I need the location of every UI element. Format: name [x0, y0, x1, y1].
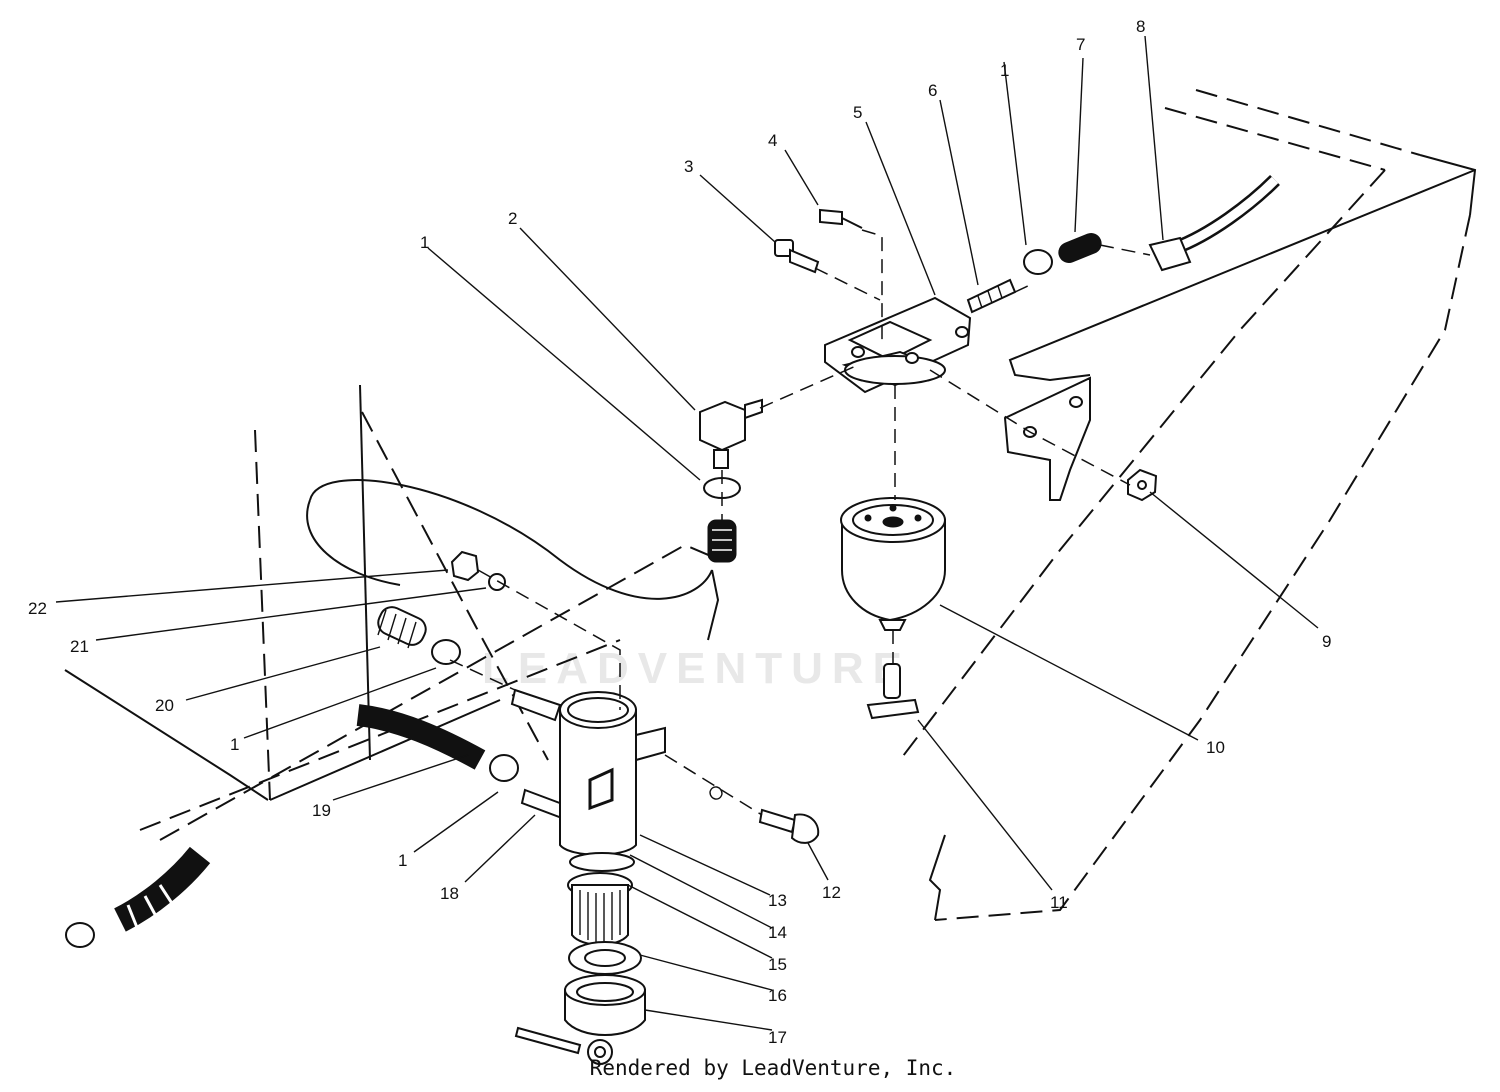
callout-11: 11: [1050, 893, 1068, 912]
callout-18: 18: [440, 884, 459, 903]
callout-22: 22: [28, 599, 47, 618]
callout-19: 19: [312, 801, 331, 820]
frame-right: [899, 89, 1477, 921]
hoses: [114, 175, 1280, 932]
callout-1: 1: [420, 233, 429, 252]
callout-21: 21: [70, 637, 89, 656]
callout-14: 14: [768, 923, 787, 942]
callout-5: 5: [853, 103, 862, 122]
callout-12: 12: [822, 883, 841, 902]
callout-3: 3: [684, 157, 693, 176]
callout-7: 7: [1076, 35, 1085, 54]
elbow-fitting: [699, 398, 763, 469]
callout-17: 17: [768, 1028, 787, 1047]
filter-bowl: [840, 497, 946, 631]
watermark-text: LEADVENTURE: [482, 644, 912, 693]
callout-4: 4: [768, 131, 777, 150]
callout-1b: 1: [1000, 61, 1009, 80]
callout-20: 20: [155, 696, 174, 715]
filter-head: [824, 296, 972, 394]
callout-13: 13: [768, 891, 787, 910]
fittings: [65, 208, 1192, 948]
callout-2: 2: [508, 209, 517, 228]
callout-6: 6: [928, 81, 937, 100]
drain-valve: [866, 663, 920, 720]
callout-15: 15: [768, 955, 787, 974]
canister-filter: [514, 691, 666, 1065]
bracket: [1003, 376, 1091, 501]
callout-1c: 1: [398, 851, 407, 870]
callout-16: 16: [768, 986, 787, 1005]
callout-10: 10: [1206, 738, 1225, 757]
callout-8: 8: [1136, 17, 1145, 36]
rendered-by-credit: Rendered by LeadVenture, Inc.: [589, 1056, 957, 1080]
callouts: 1 2 3 4 5 6 1 7 8 9 10 11 12 13 14 15 16…: [28, 17, 1331, 1047]
frame-left: [64, 384, 721, 841]
assembly-lines: [449, 229, 1151, 816]
callout-9: 9: [1322, 632, 1331, 651]
callout-1d: 1: [230, 735, 239, 754]
leader-lines: [55, 35, 1319, 1031]
